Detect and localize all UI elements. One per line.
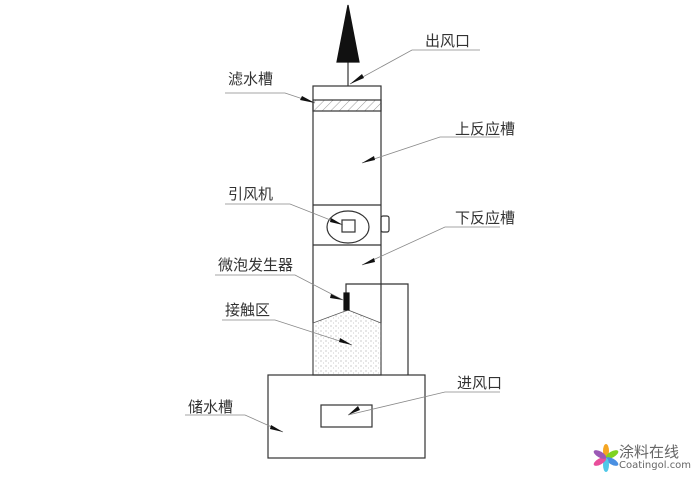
fan-housing <box>326 210 370 244</box>
watermark: 涂料在线 Coatingol.com <box>619 445 691 471</box>
label-microbubble-generator: 微泡发生器 <box>218 256 294 274</box>
fan-rotor <box>341 219 356 233</box>
label-upper-reactor: 上反应槽 <box>455 120 516 138</box>
label-lower-reactor: 下反应槽 <box>455 209 516 227</box>
label-outlet: 出风口 <box>425 32 471 50</box>
watermark-en: Coatingol.com <box>619 460 692 471</box>
watermark-logo-icon <box>593 444 619 472</box>
exhaust-arrow-head <box>336 4 360 63</box>
label-filter-tank: 滤水槽 <box>228 70 274 88</box>
label-contact-zone: 接触区 <box>225 301 271 319</box>
leader-lines <box>185 49 500 433</box>
filter-tank-band <box>312 99 382 112</box>
circulation-pipe <box>345 283 409 375</box>
inlet-opening <box>320 404 373 428</box>
microbubble-generator <box>343 292 350 311</box>
label-fan: 引风机 <box>228 185 274 203</box>
leader-arrowheads <box>270 74 375 432</box>
watermark-cn: 涂料在线 <box>619 443 680 461</box>
water-tank <box>267 374 426 459</box>
label-inlet: 进风口 <box>457 374 503 392</box>
label-water-tank: 储水槽 <box>188 398 234 416</box>
fan-motor <box>380 215 390 233</box>
